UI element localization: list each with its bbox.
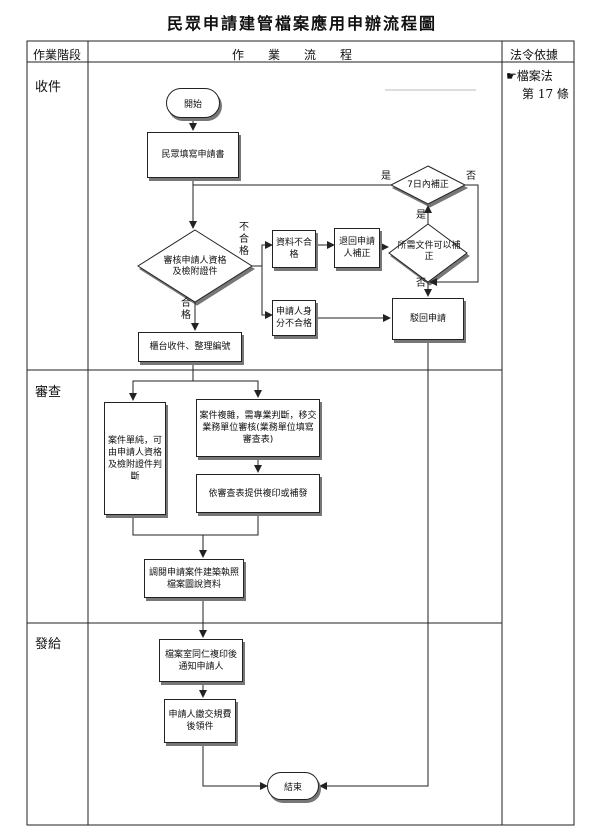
counter-node: 櫃台收件、整理編號 (138, 332, 242, 362)
edge-label-no-mid: 否 (416, 278, 426, 289)
view-files-node: 調閱申請案件建築執照檔案圖說資料 (144, 559, 244, 598)
header-flow: 作 業 流 程 (231, 48, 358, 62)
simple-case-node: 案件單純，可由申請人資格及檢附證件判斷 (104, 402, 166, 515)
end-node: 結束 (267, 772, 319, 800)
header-stage: 作業階段 (33, 48, 82, 62)
edge-label-yes-mid: 是 (416, 210, 426, 221)
seven-days-diamond-shape (389, 165, 467, 205)
check-diamond-label: 審核申請人資格及檢附證件 (163, 256, 227, 277)
law-line-2: 第 17 條 (522, 87, 569, 101)
need-fix-diamond-label: 所需文件可以補正 (397, 241, 461, 262)
start-node: 開始 (166, 88, 220, 118)
table-grid (26, 40, 575, 826)
stage-receive: 收件 (35, 80, 62, 95)
law-line-1: ☛檔案法 (506, 69, 553, 83)
complex-case-node: 案件複雜，需專業判斷，移交業務單位審核(業務單位填寫審查表) (196, 399, 320, 457)
per-review-node: 依審查表提供複印或補發 (196, 474, 320, 513)
return-fix-node: 退回申請人補正 (334, 228, 380, 268)
reject-node: 駁回申請 (392, 298, 464, 340)
edge-label-not-qualified: 不合格 (239, 222, 249, 257)
edge-label-yes-top: 是 (381, 171, 391, 182)
copy-notify-node: 檔案室同仁複印後通知申請人 (159, 639, 243, 682)
page-title: 民眾申請建管檔案應用申辦流程圖 (166, 14, 437, 33)
stage-issue: 發給 (35, 637, 62, 652)
seven-days-diamond-label: 7日內補正 (407, 179, 449, 190)
edge-label-qualified: 合格 (181, 298, 191, 321)
data-fail-node: 資料不合格 (272, 230, 316, 268)
stage-review: 審查 (35, 385, 62, 400)
fill-form-node: 民眾填寫申請書 (147, 132, 239, 178)
id-fail-node: 申請人身分不合格 (272, 300, 316, 336)
connectors (129, 118, 479, 790)
edge-label-no-top: 否 (466, 171, 476, 182)
pay-collect-node: 申請人繳交規費後領件 (164, 699, 236, 743)
header-law: 法令依據 (510, 48, 559, 62)
